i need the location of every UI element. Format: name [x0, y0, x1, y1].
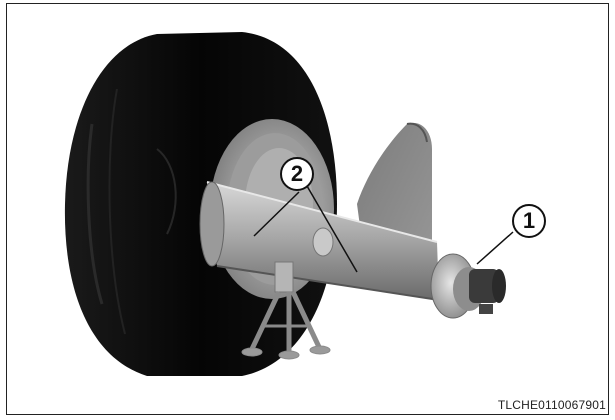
- image-code: TLCHE0110067901: [498, 398, 606, 412]
- callout-1: 1: [512, 204, 546, 238]
- figure-frame: 2 1 TLCHE0110067901: [6, 3, 609, 415]
- hub-assembly: [431, 254, 506, 318]
- callout-2: 2: [280, 157, 314, 191]
